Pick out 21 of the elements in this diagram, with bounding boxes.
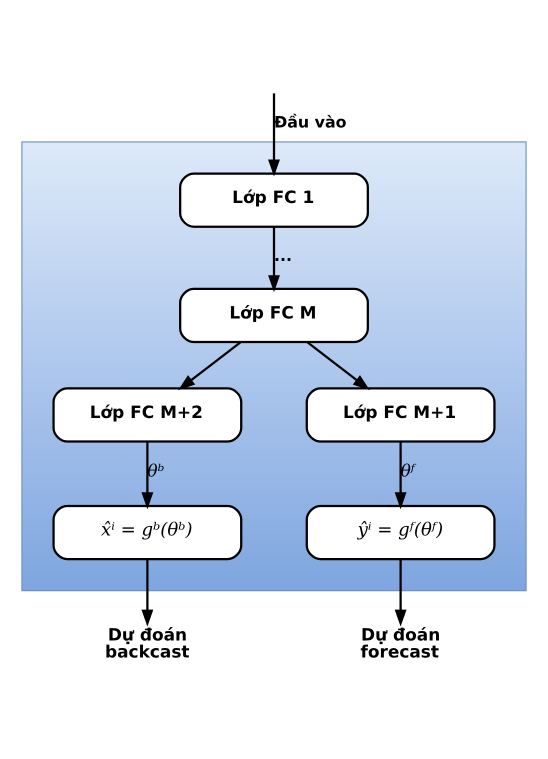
node-box: ŷⁱ = gᶠ(θᶠ) bbox=[306, 504, 496, 560]
node-box: Lớp FC M+1 bbox=[306, 387, 496, 443]
cluster bbox=[21, 141, 527, 592]
node-text: Dự đoán backcast bbox=[104, 624, 190, 662]
arrow bbox=[178, 341, 242, 390]
node-box: Lớp FC M bbox=[179, 288, 369, 344]
arrow bbox=[268, 226, 280, 292]
arrow bbox=[394, 442, 407, 510]
arrow bbox=[306, 341, 370, 390]
arrow bbox=[268, 93, 280, 176]
node-box: Lớp FC M+2 bbox=[52, 387, 242, 443]
node-box: x̂ⁱ = gᵇ(θᵇ) bbox=[52, 504, 242, 560]
node-text: Dự đoán forecast bbox=[360, 624, 440, 662]
arrow bbox=[141, 559, 154, 627]
edge-label: ... bbox=[274, 246, 292, 265]
arrow bbox=[141, 442, 154, 510]
arrow bbox=[394, 559, 407, 627]
edge-label: θᶠ bbox=[400, 460, 415, 481]
edge-label: Đầu vào bbox=[274, 112, 347, 132]
node-box: Lớp FC 1 bbox=[179, 172, 369, 228]
edge-label: θᵇ bbox=[147, 460, 164, 481]
